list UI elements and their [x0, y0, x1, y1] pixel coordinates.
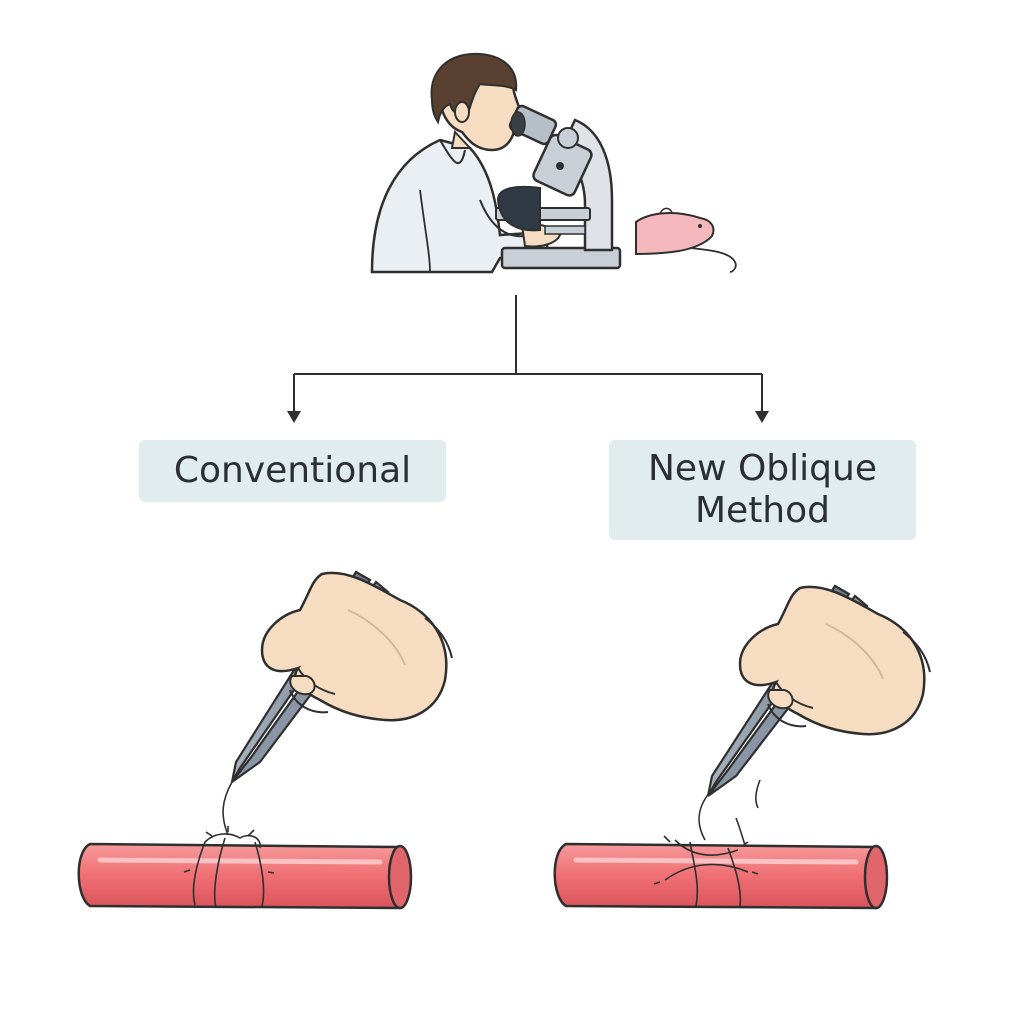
microscope-icon [495, 104, 622, 270]
researcher-with-microscope-icon [370, 52, 562, 274]
oblique-suture-illustration [553, 584, 931, 910]
suture-stitches-left [183, 826, 275, 909]
tree-connectors [293, 295, 763, 414]
researcher-hair [430, 52, 518, 125]
suture-thread-left [222, 781, 233, 836]
left-arrowhead [287, 411, 301, 423]
right-arrowhead [755, 411, 769, 423]
conventional-label: Conventional [139, 440, 446, 502]
conventional-suture-illustration [77, 570, 453, 910]
conventional-label-text: Conventional [173, 450, 412, 491]
hand-right [738, 585, 931, 736]
blood-vessel-left [77, 842, 413, 910]
rat-icon [635, 207, 737, 273]
hand-left [260, 571, 453, 722]
new-oblique-method-label: New Oblique Method [609, 440, 916, 540]
blood-vessel-right [553, 842, 889, 910]
new-oblique-method-label-text: New Oblique Method [648, 448, 877, 531]
